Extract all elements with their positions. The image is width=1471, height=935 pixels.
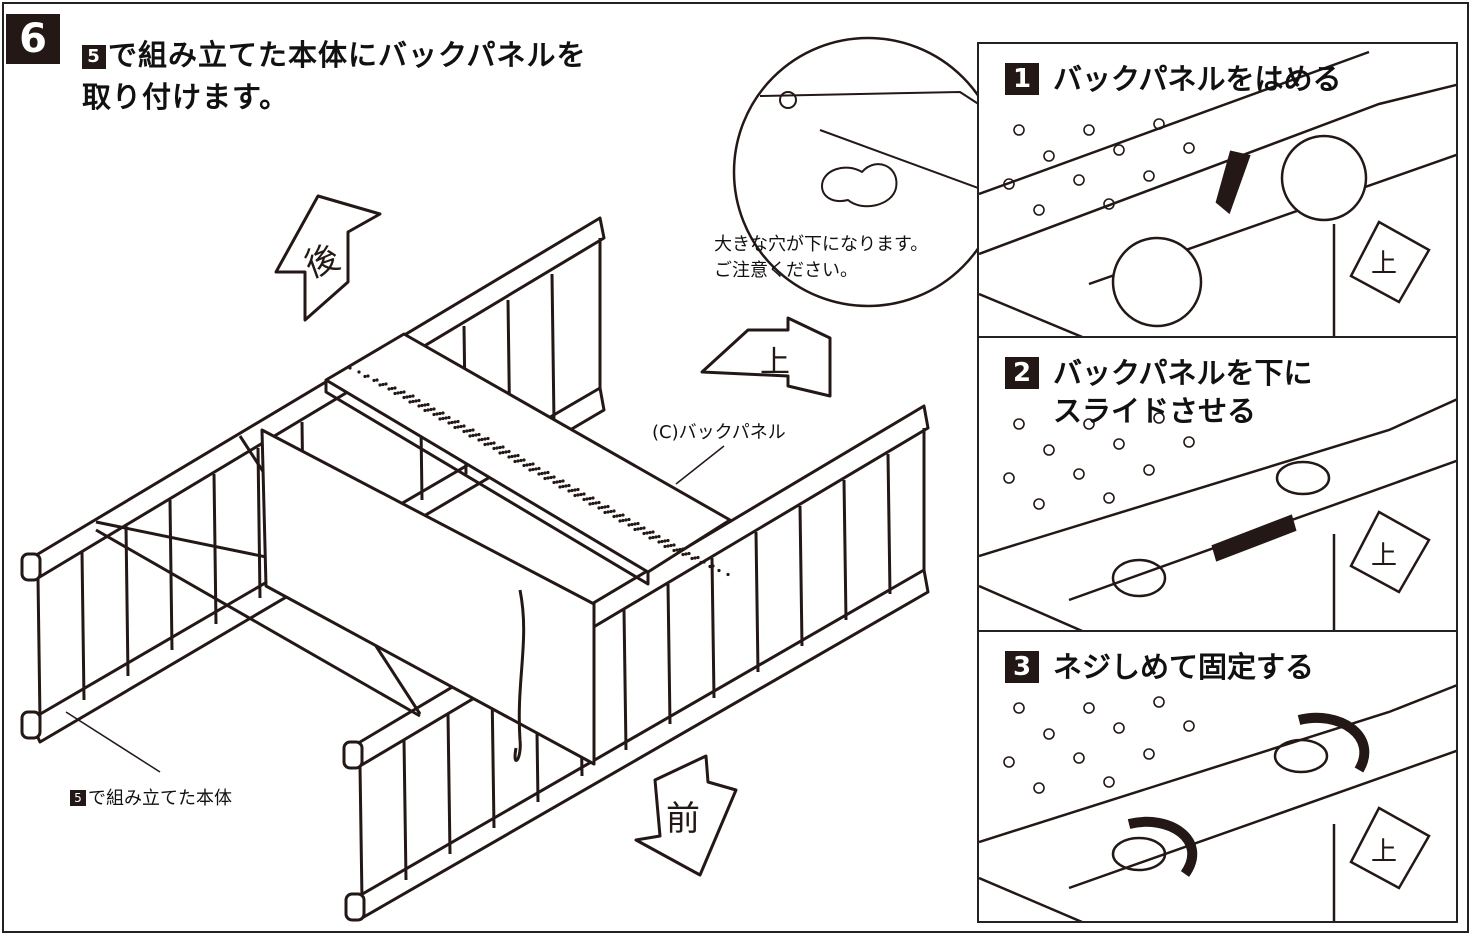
reference-step-badge: 5 [82,45,106,69]
step-3-number: 3 [1005,651,1039,683]
front-arrow-icon [634,754,738,877]
step-number-badge: 6 [6,14,60,64]
step-1-number: 1 [1005,63,1039,95]
back-panel-c [324,332,732,586]
back-panel-leader [675,445,725,485]
step-2-title: 2 バックパネルを下に スライドさせる [1005,354,1313,430]
body-ref-badge: 5 [70,790,86,806]
back-panel-label: (C)バックパネル [652,422,786,443]
step-2-illustration: 上 [979,398,1456,630]
magnified-detail [732,36,980,308]
step-panel-3: 上 3 ネジしめて固定する [977,630,1458,923]
step-title-line2: 取り付けます。 [82,80,290,114]
front-arrow-label: 前 [666,799,700,839]
assembly-illustration: 後 上 前 [20,36,980,922]
step-1-title: 1 バックパネルをはめる [1005,60,1342,98]
step-3-title: 3 ネジしめて固定する [1005,648,1314,686]
step-panel-2: 上 2 バックパネルを下に スライドさせる [977,336,1458,632]
step-3-illustration: 上 [979,684,1456,921]
step-panel-1: 上 1 バックパネルをはめる [977,42,1458,338]
top-arrow-icon [700,316,832,398]
top-arrow-label: 上 [760,345,790,380]
left-side-frame [20,216,606,744]
panel-1-top-label: 上 [1371,249,1397,279]
inner-panel [260,428,596,766]
body-leader [65,711,161,773]
panel-2-top-label: 上 [1371,541,1397,571]
hole-note-line1: 大きな穴が下になります。 [714,234,929,255]
step-2-number: 2 [1005,357,1039,389]
right-side-frame [342,404,930,922]
hole-note: 大きな穴が下になります。 ご注意ください。 [714,232,928,284]
step-1-text: バックパネルをはめる [1053,62,1342,96]
step-1-illustration: 上 [979,50,1456,336]
back-arrow-icon [274,194,382,322]
panel-3-top-label: 上 [1371,837,1397,867]
step-2-text-line1: バックパネルを下に [1053,356,1313,390]
step-3-text: ネジしめて固定する [1053,650,1315,684]
power-cord [513,589,526,762]
body-label-text: で組み立てた本体 [88,788,232,809]
hole-note-line2: ご注意ください。 [714,260,858,281]
step-title-line1: で組み立てた本体にバックパネルを [108,38,587,72]
step-2-text-line2: スライドさせる [1053,394,1257,428]
